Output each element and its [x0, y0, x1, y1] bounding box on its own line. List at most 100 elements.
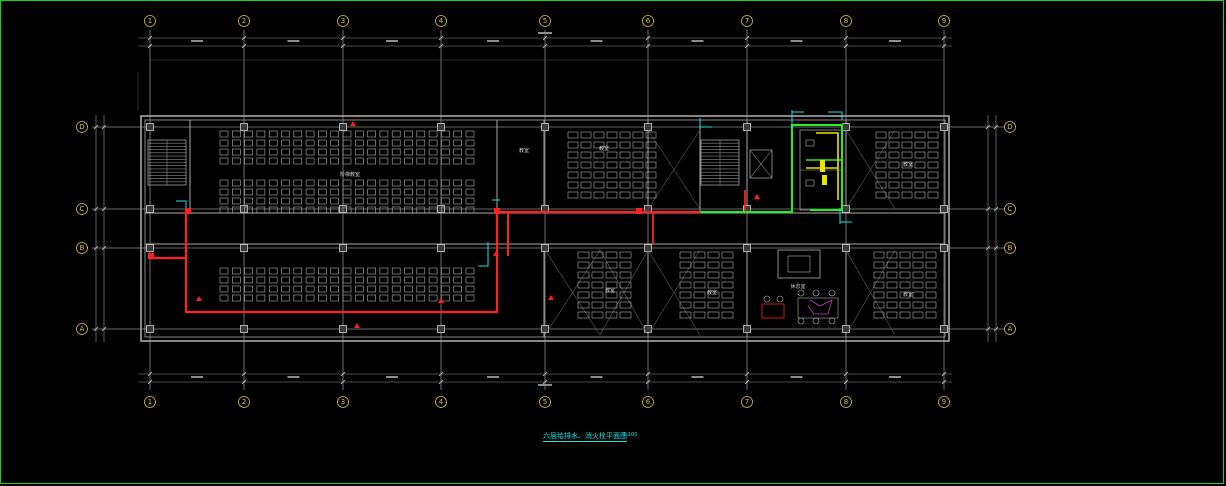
drain-riser	[822, 175, 827, 185]
seat	[354, 139, 364, 147]
seat	[342, 197, 352, 205]
seat	[367, 148, 376, 156]
seat	[330, 294, 340, 302]
meeting-table	[797, 297, 839, 319]
dimension-text-mark	[191, 376, 203, 378]
seat	[330, 130, 340, 138]
seat	[256, 276, 266, 284]
seat	[927, 171, 939, 179]
seat	[256, 130, 266, 138]
seat	[256, 157, 266, 165]
seat	[441, 206, 450, 214]
seat	[899, 301, 911, 309]
seat	[354, 206, 364, 214]
dimension-tick	[147, 35, 153, 41]
seat	[453, 148, 463, 156]
seat	[721, 301, 734, 309]
seat	[593, 181, 605, 189]
dimension-text-mark	[691, 40, 704, 42]
dimension-tick	[241, 371, 247, 377]
seat	[899, 271, 911, 279]
axis-bubble-label-col-8: 8	[844, 17, 848, 25]
seat	[367, 294, 376, 302]
axis-bubble-col-6	[642, 396, 654, 408]
axis-bubble-label-col-2: 2	[242, 398, 246, 406]
seat	[293, 206, 303, 214]
seat	[305, 197, 315, 205]
seat	[416, 188, 426, 196]
chair	[828, 289, 836, 297]
seat	[453, 285, 463, 293]
axis-bubble-label-row-A: A	[1008, 325, 1013, 333]
seat	[293, 148, 303, 156]
seat	[605, 291, 618, 299]
room-label-classroom-2: 教室	[903, 161, 913, 168]
axis-bubble-col-2	[238, 396, 250, 408]
structural-column	[240, 123, 248, 131]
axis-bubble-col-4	[435, 15, 447, 27]
seat	[293, 157, 303, 165]
seat	[342, 276, 352, 284]
seat	[268, 267, 278, 275]
axis-bubble-col-8	[840, 396, 852, 408]
seat	[281, 276, 290, 284]
seat	[888, 171, 900, 179]
seat	[367, 157, 376, 165]
seat	[901, 181, 913, 189]
seat	[293, 130, 303, 138]
seat	[342, 267, 352, 275]
fire-hydrant-symbol	[196, 296, 202, 301]
seat	[619, 291, 632, 299]
seat	[318, 197, 327, 205]
seat	[707, 271, 720, 279]
dimension-tick	[241, 43, 247, 49]
dimension-tick	[843, 43, 849, 49]
seat	[268, 148, 278, 156]
seat	[416, 206, 426, 214]
dimension-tick	[93, 326, 99, 332]
seat	[619, 151, 631, 159]
seat	[441, 179, 450, 187]
seat	[901, 171, 913, 179]
seat	[619, 281, 632, 289]
seat	[591, 281, 604, 289]
dimension-tick	[941, 379, 947, 385]
seat	[606, 161, 618, 169]
seat	[293, 179, 303, 187]
seat	[367, 197, 376, 205]
seat	[293, 294, 303, 302]
seat	[580, 161, 592, 169]
chair	[797, 317, 805, 325]
seat	[244, 139, 253, 147]
seat	[899, 311, 911, 319]
dimension-tick	[147, 371, 153, 377]
structural-column	[240, 244, 248, 252]
seat	[567, 171, 579, 179]
seat	[391, 206, 401, 214]
axis-bubble-label-row-B: B	[80, 244, 85, 252]
seat	[330, 179, 340, 187]
seat	[441, 197, 450, 205]
axis-bubble-col-1	[144, 396, 156, 408]
seat	[367, 179, 376, 187]
seat	[577, 311, 590, 319]
seat	[873, 291, 885, 299]
chair	[776, 295, 784, 303]
seat	[219, 294, 229, 302]
seat	[379, 148, 389, 156]
seat	[925, 251, 937, 259]
structural-column	[146, 244, 154, 252]
seat	[912, 261, 924, 269]
structural-column	[541, 325, 549, 333]
seat	[441, 267, 450, 275]
seat	[367, 276, 376, 284]
seat	[354, 130, 364, 138]
seat	[244, 179, 253, 187]
seat	[428, 148, 438, 156]
seat	[379, 188, 389, 196]
seat	[219, 197, 229, 205]
seat	[567, 181, 579, 189]
